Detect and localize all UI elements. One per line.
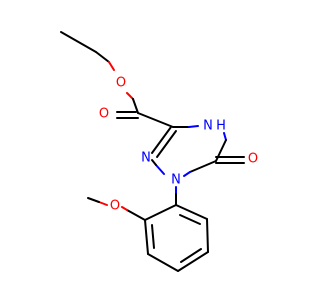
bond-benzene-inner-1 — [151, 224, 155, 249]
bond-aryl-o-methoxy-red — [121, 206, 128, 211]
bond-benzene-c3-c4 — [147, 253, 179, 272]
bond-ring-n1-n2 — [151, 159, 157, 166]
bond-benzene-c5-c6 — [206, 218, 209, 253]
bond-ring-n1-n2-blue — [155, 164, 165, 175]
bond-ethyl-ch3-ch2 — [60, 31, 97, 53]
atom-o-ester-carbonyl: O — [99, 107, 109, 122]
bond-ring-n2-c3-double-2 — [156, 130, 177, 158]
bond-ring-c5-n1 — [189, 160, 217, 173]
atom-o-ring-carbonyl: O — [248, 152, 258, 167]
bond-ring-c3-n4-blue — [188, 125, 199, 128]
atom-n-ring-bottom: N — [171, 173, 181, 188]
bond-ester-o-red — [126, 92, 134, 100]
bond-ring-n4-c5-blue — [223, 132, 227, 141]
bond-ethyl-ch2-o — [95, 51, 110, 63]
bond-benzene-inner-3 — [179, 214, 201, 225]
bond-aryl-o-methoxy — [126, 209, 146, 221]
bond-benzene-inner-2 — [180, 248, 202, 263]
bond-ring-c5-n1-blue — [183, 171, 191, 177]
atom-o-ester-single: O — [116, 76, 126, 91]
bond-ethyl-ch2-o-red — [108, 61, 115, 71]
bond-benzene-c1-c2 — [144, 204, 177, 221]
atom-n-ring-left: N — [141, 151, 151, 166]
atom-n-h: N — [203, 119, 213, 134]
bond-benzene-c2-c3 — [144, 219, 149, 255]
bond-o-methyl-red — [98, 201, 108, 206]
atom-h-on-n: H — [216, 119, 226, 134]
bond-ester-c-ring — [137, 112, 174, 128]
bond-o-methyl — [87, 197, 100, 203]
atom-o-methoxy: O — [110, 199, 120, 214]
chemical-structure-diagram: O O N H O N N O — [60, 31, 258, 272]
bond-ring-n2-c3-double-1 — [151, 126, 172, 154]
bond-ester-o-c — [132, 98, 139, 114]
bond-benzene-c6-c1 — [175, 204, 208, 220]
bond-benzene-c4-c5 — [177, 251, 209, 272]
